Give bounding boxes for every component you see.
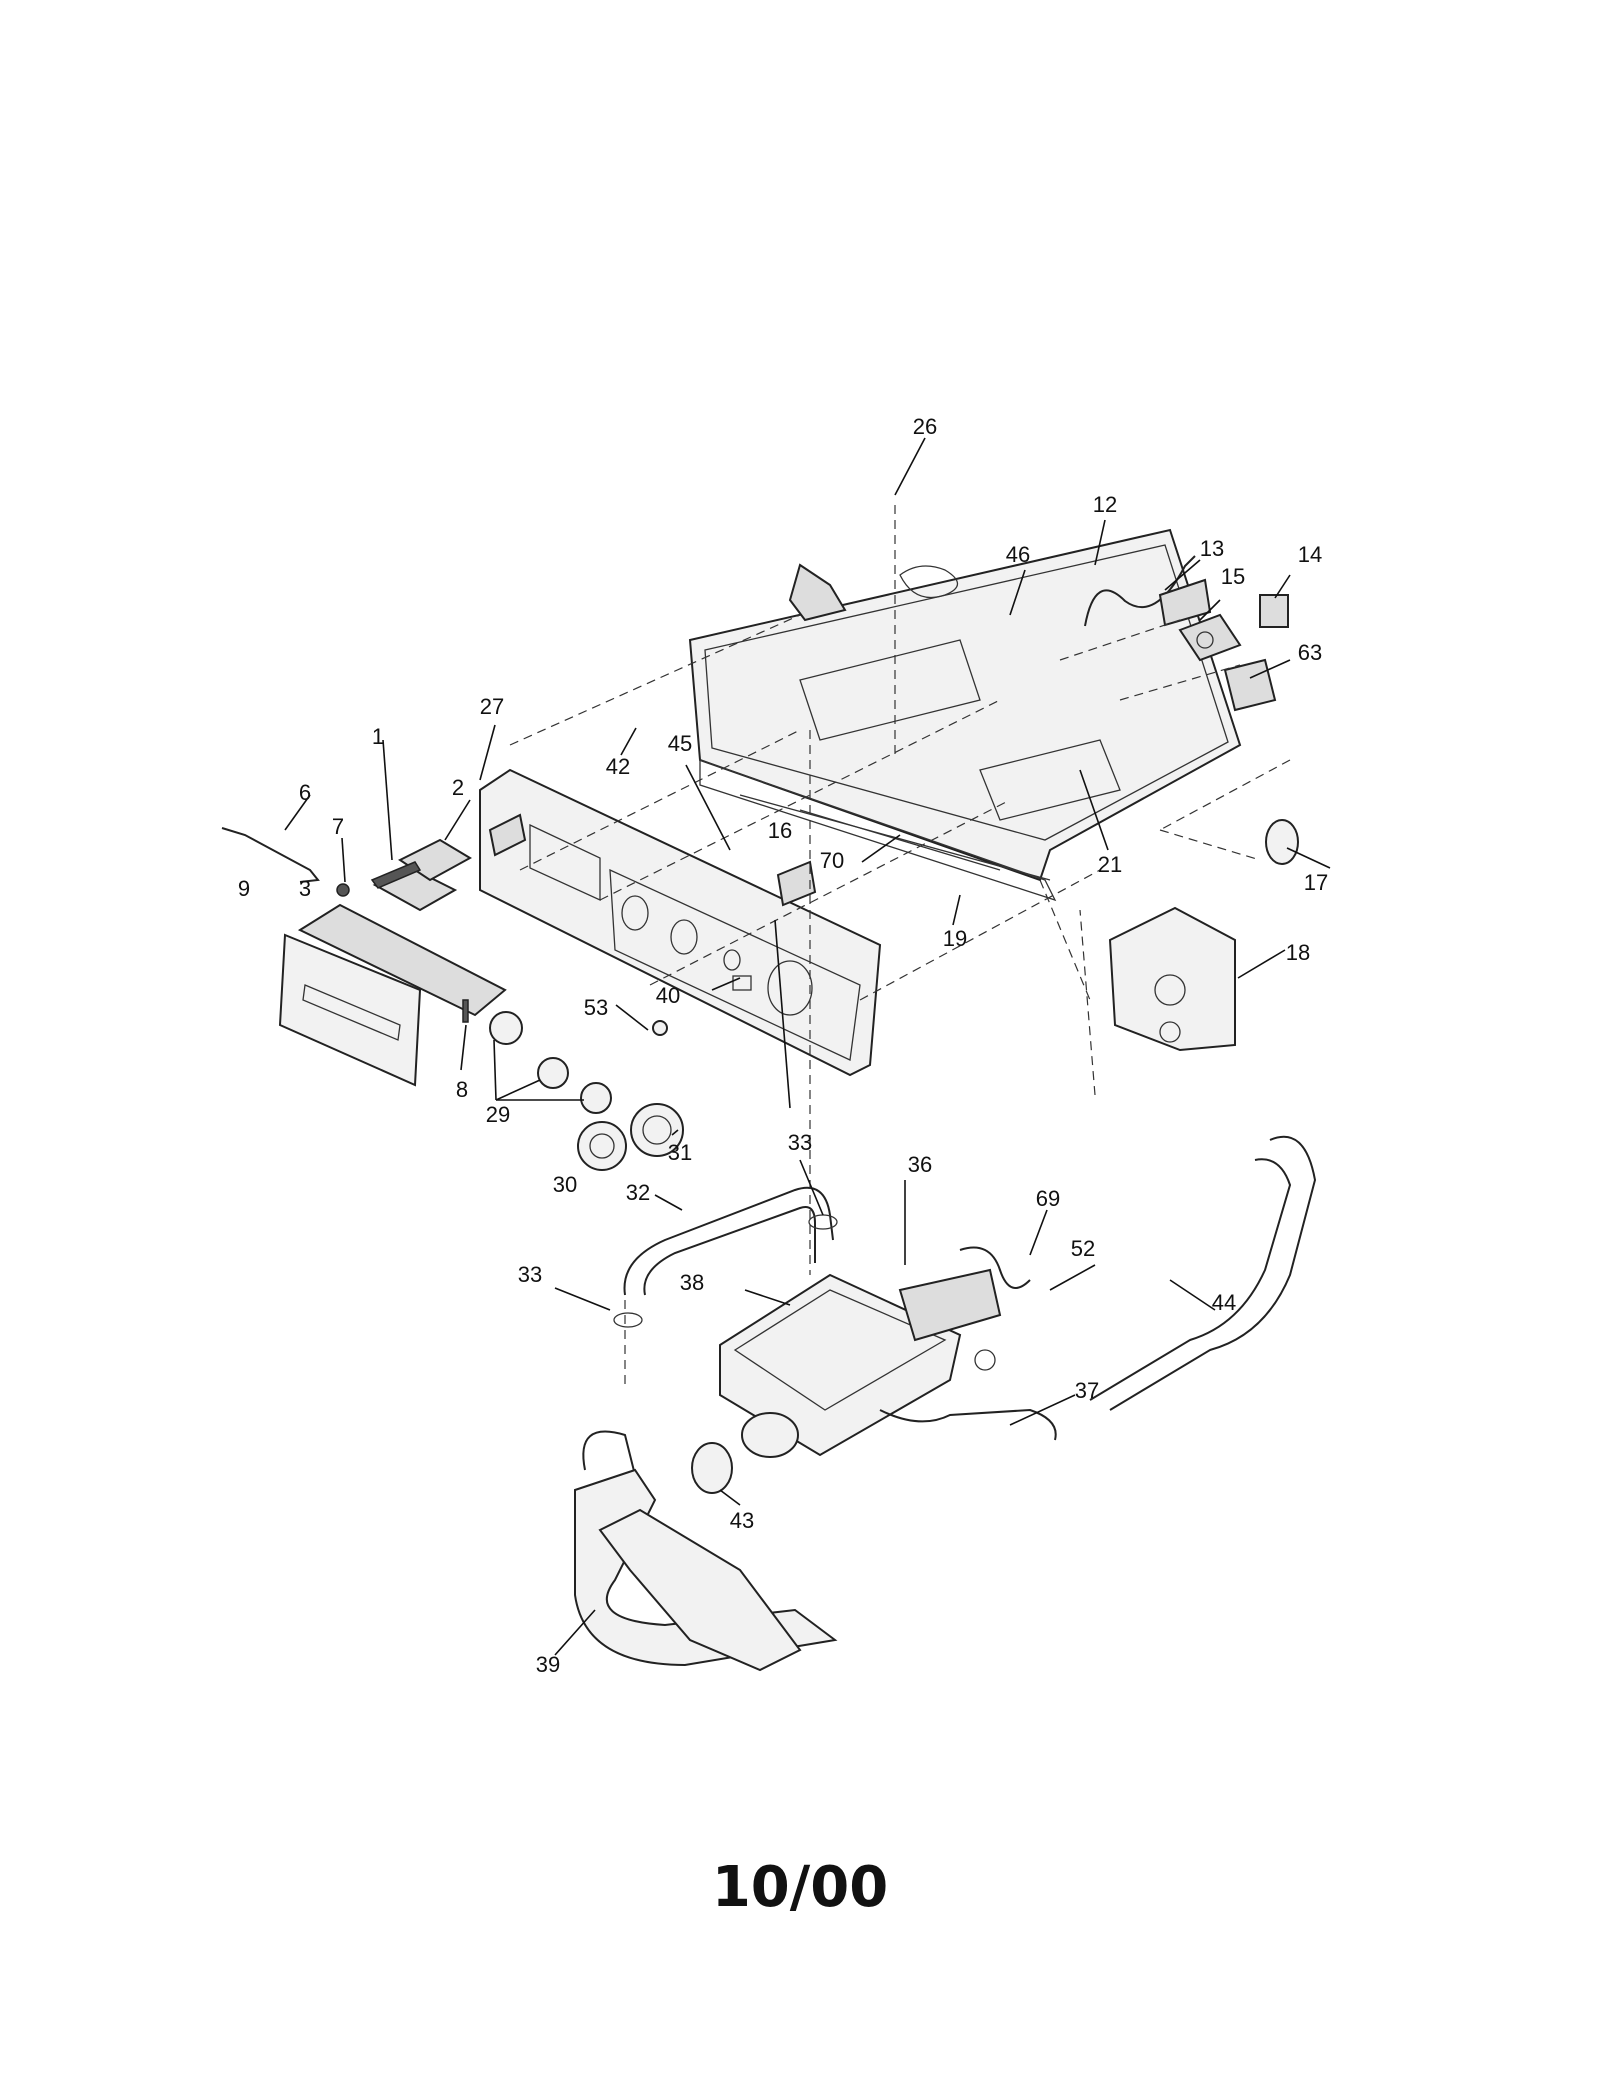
callout-2: 2 xyxy=(452,775,464,800)
callout-15: 15 xyxy=(1221,564,1245,589)
callout-38: 38 xyxy=(680,1270,704,1295)
leader-lines xyxy=(284,437,1331,1656)
callout-1: 1 xyxy=(372,724,384,749)
callout-27: 27 xyxy=(480,694,504,719)
callout-63: 63 xyxy=(1298,640,1322,665)
callout-40: 40 xyxy=(656,983,680,1008)
callout-31: 31 xyxy=(668,1140,692,1165)
callout-12: 12 xyxy=(1093,492,1117,517)
part-callouts: 26 12 46 13 15 14 63 27 1 6 2 7 42 45 9 … xyxy=(238,414,1328,1677)
callout-13: 13 xyxy=(1200,536,1224,561)
callout-8: 8 xyxy=(456,1077,468,1102)
callout-53: 53 xyxy=(584,995,608,1020)
callout-16: 16 xyxy=(768,818,792,843)
callout-3: 3 xyxy=(299,876,311,901)
knobs xyxy=(489,1011,684,1171)
callout-30: 30 xyxy=(553,1172,577,1197)
callout-7: 7 xyxy=(332,814,344,839)
callout-70: 70 xyxy=(820,848,844,873)
callout-33-upper: 33 xyxy=(788,1130,812,1155)
callout-21: 21 xyxy=(1098,852,1122,877)
callout-39: 39 xyxy=(536,1652,560,1677)
callout-33-lower: 33 xyxy=(518,1262,542,1287)
callout-26: 26 xyxy=(913,414,937,439)
console-frame-46 xyxy=(688,528,1242,902)
callout-46: 46 xyxy=(1006,542,1030,567)
callout-44: 44 xyxy=(1212,1290,1236,1315)
callout-36: 36 xyxy=(908,1152,932,1177)
electrical-components xyxy=(776,555,1299,1052)
revision-code: 10/00 xyxy=(711,1855,889,1920)
callout-6: 6 xyxy=(299,780,311,805)
dispenser-drawer xyxy=(221,813,527,1087)
callout-19: 19 xyxy=(943,926,967,951)
callout-32: 32 xyxy=(626,1180,650,1205)
callout-18: 18 xyxy=(1286,940,1310,965)
callout-69: 69 xyxy=(1036,1186,1060,1211)
hoses xyxy=(574,1135,1317,1672)
callout-9: 9 xyxy=(238,876,250,901)
dispenser-housing-assembly xyxy=(719,1246,1057,1458)
callout-17: 17 xyxy=(1304,870,1328,895)
callout-37: 37 xyxy=(1075,1378,1099,1403)
callout-14: 14 xyxy=(1298,542,1322,567)
callout-45: 45 xyxy=(668,731,692,756)
callout-29: 29 xyxy=(486,1102,510,1127)
callout-42: 42 xyxy=(606,754,630,779)
callout-52: 52 xyxy=(1071,1236,1095,1261)
callout-43: 43 xyxy=(730,1508,754,1533)
